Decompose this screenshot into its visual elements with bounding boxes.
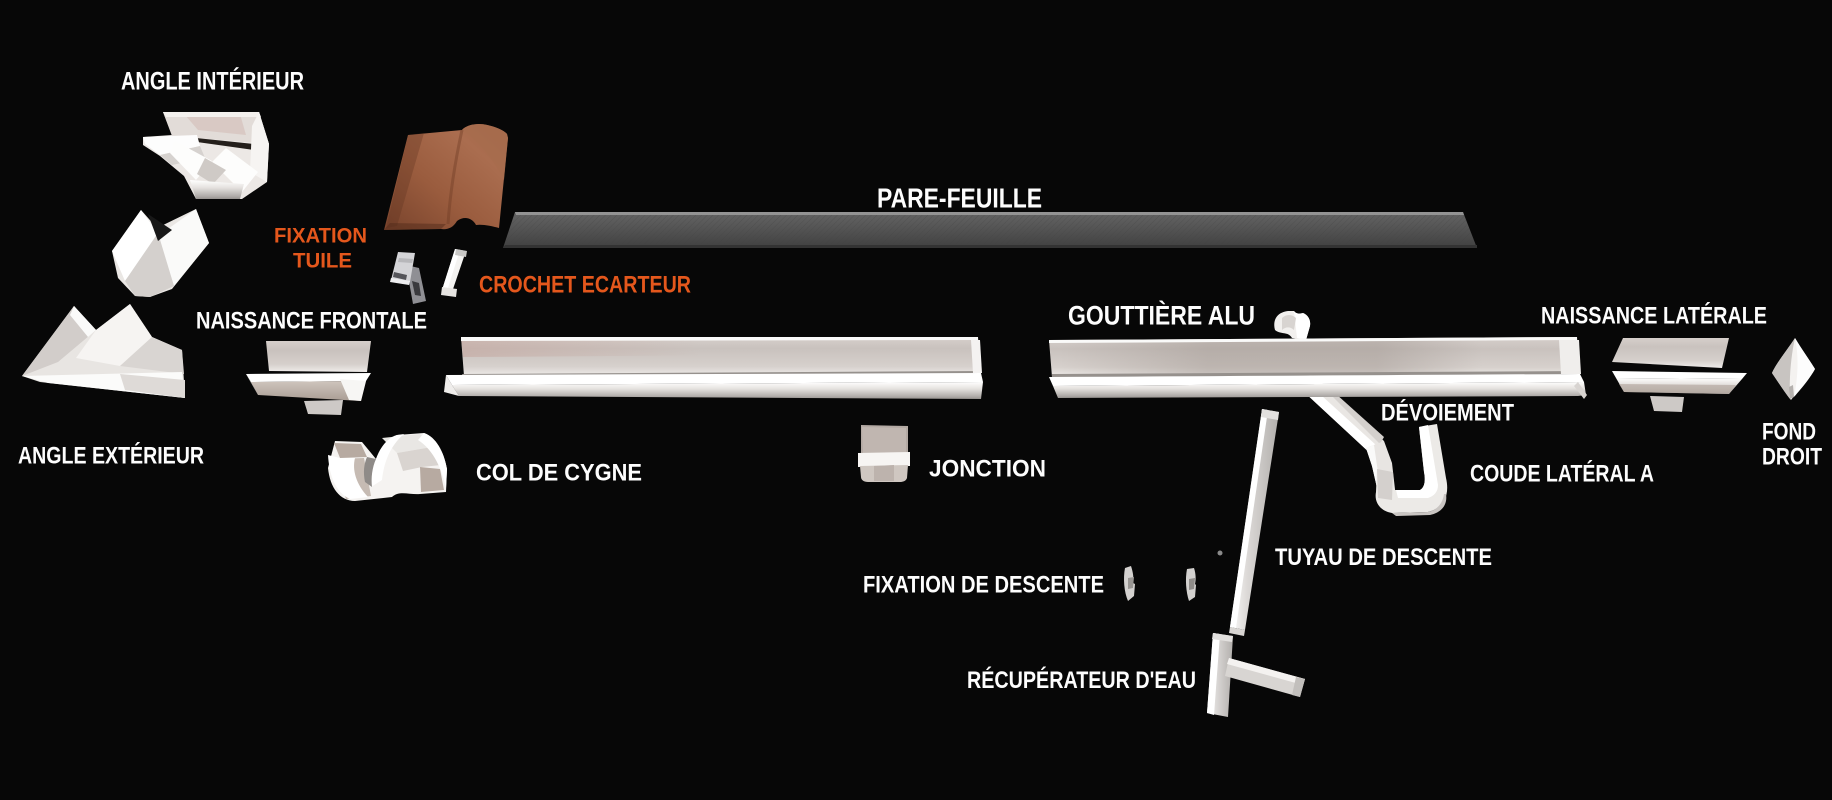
svg-text:PARE-FEUILLE: PARE-FEUILLE — [877, 183, 1042, 214]
svg-text:TUYAU DE DESCENTE: TUYAU DE DESCENTE — [1275, 544, 1492, 571]
svg-text:FIXATION: FIXATION — [274, 225, 367, 248]
svg-text:FOND: FOND — [1762, 419, 1816, 446]
svg-text:NAISSANCE LATÉRALE: NAISSANCE LATÉRALE — [1541, 302, 1767, 330]
svg-text:RÉCUPÉRATEUR D'EAU: RÉCUPÉRATEUR D'EAU — [967, 666, 1196, 694]
svg-text:FIXATION DE DESCENTE: FIXATION DE DESCENTE — [863, 572, 1104, 599]
svg-text:COUDE LATÉRAL A: COUDE LATÉRAL A — [1470, 460, 1654, 488]
svg-text:DROIT: DROIT — [1762, 444, 1822, 471]
svg-text:JONCTION: JONCTION — [929, 456, 1046, 483]
svg-text:ANGLE INTÉRIEUR: ANGLE INTÉRIEUR — [121, 67, 304, 96]
svg-text:CROCHET ECARTEUR: CROCHET ECARTEUR — [479, 272, 691, 299]
svg-text:DÉVOIEMENT: DÉVOIEMENT — [1381, 399, 1514, 427]
svg-text:ANGLE EXTÉRIEUR: ANGLE EXTÉRIEUR — [18, 442, 204, 470]
svg-text:NAISSANCE FRONTALE: NAISSANCE FRONTALE — [196, 308, 427, 335]
svg-text:COL DE CYGNE: COL DE CYGNE — [476, 460, 642, 487]
svg-text:TUILE: TUILE — [293, 250, 352, 273]
svg-text:GOUTTIÈRE ALU: GOUTTIÈRE ALU — [1068, 300, 1255, 331]
